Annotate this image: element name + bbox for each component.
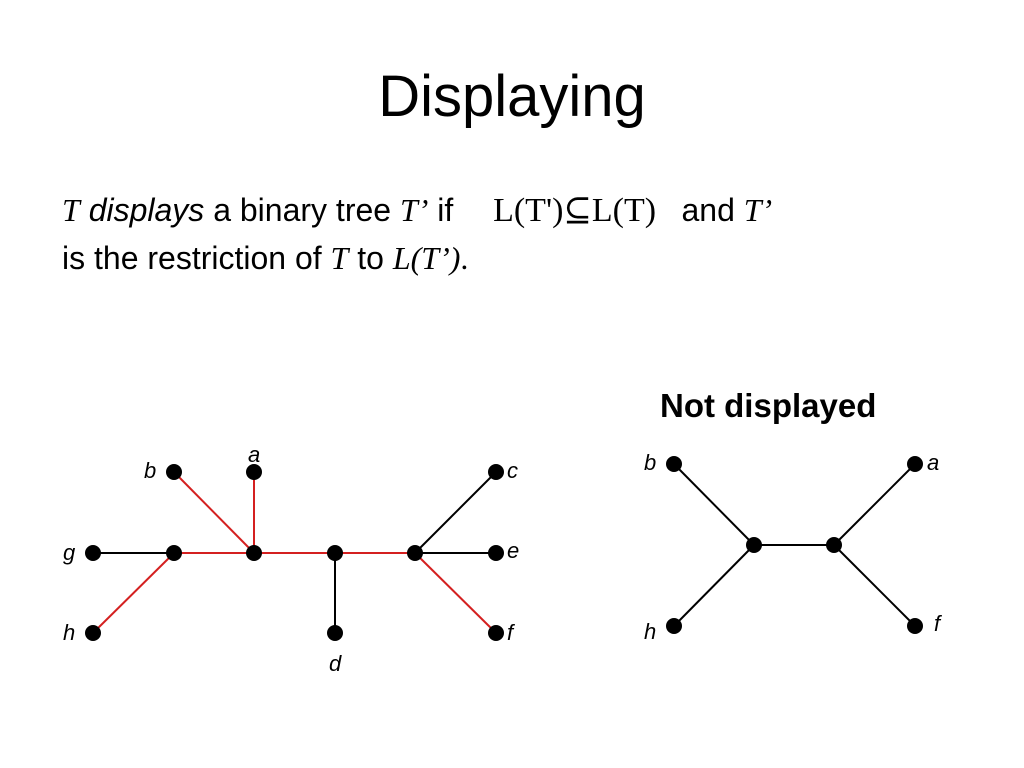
right-tree: b a h f (644, 450, 943, 644)
right-label-h: h (644, 619, 656, 644)
right-node-b (666, 456, 682, 472)
definition-line-1: T displays a binary tree T’ if L(T')⊆L(T… (62, 190, 772, 231)
word-to: to (357, 240, 384, 276)
right-label-a: a (927, 450, 939, 475)
word-and: and (681, 192, 735, 228)
left-node-u4 (407, 545, 423, 561)
formula-lhs: L(T') (493, 192, 564, 229)
left-edge-u4-c (414, 471, 497, 554)
right-edge-h-v1 (673, 544, 755, 627)
left-node-d (327, 625, 343, 641)
right-edge-v2-a (833, 463, 916, 546)
symbol-t-prime-2: T’ (743, 192, 773, 228)
left-node-u3 (327, 545, 343, 561)
right-node-f (907, 618, 923, 634)
left-node-f (488, 625, 504, 641)
left-label-f: f (507, 620, 516, 645)
left-node-e (488, 545, 504, 561)
symbol-t: T (62, 192, 80, 228)
left-label-b: b (144, 458, 156, 483)
text-a-binary-tree: a binary tree (213, 192, 392, 228)
right-edge-v2-f (833, 544, 916, 627)
left-label-a: a (248, 442, 260, 467)
formula-subset: L(T')⊆L(T) (493, 192, 665, 229)
left-label-d: d (329, 651, 342, 676)
left-label-e: e (507, 538, 519, 563)
right-label-f: f (934, 611, 943, 636)
right-node-h (666, 618, 682, 634)
left-label-g: g (63, 540, 76, 565)
symbol-t-prime: T’ (399, 192, 429, 228)
left-node-b (166, 464, 182, 480)
right-node-v1 (746, 537, 762, 553)
left-node-c (488, 464, 504, 480)
left-edge-h-u1 (92, 552, 175, 634)
symbol-t-2: T (330, 240, 349, 276)
left-edge-b-u2 (173, 471, 255, 554)
left-label-c: c (507, 458, 518, 483)
formula-rhs: L(T) (591, 192, 657, 229)
left-node-g (85, 545, 101, 561)
subset-symbol: ⊆ (563, 192, 592, 229)
right-node-a (907, 456, 923, 472)
word-if: if (437, 192, 454, 228)
right-label-b: b (644, 450, 656, 475)
symbol-l-t-prime: L(T’) (392, 240, 461, 276)
word-displays: displays (88, 192, 205, 228)
period: . (460, 240, 469, 276)
left-node-a (246, 464, 262, 480)
text-is-the-restriction-of: is the restriction of (62, 240, 322, 276)
left-node-u2 (246, 545, 262, 561)
left-tree: b a c g e h d f (63, 442, 519, 676)
left-node-u1 (166, 545, 182, 561)
left-label-h: h (63, 620, 75, 645)
left-node-h (85, 625, 101, 641)
right-edge-b-v1 (673, 463, 755, 546)
slide-title: Displaying (378, 64, 646, 129)
right-node-v2 (826, 537, 842, 553)
not-displayed-caption: Not displayed (660, 387, 877, 424)
definition-line-2: is the restriction of T to L(T’). (62, 238, 468, 278)
left-edge-u4-f (414, 552, 497, 634)
